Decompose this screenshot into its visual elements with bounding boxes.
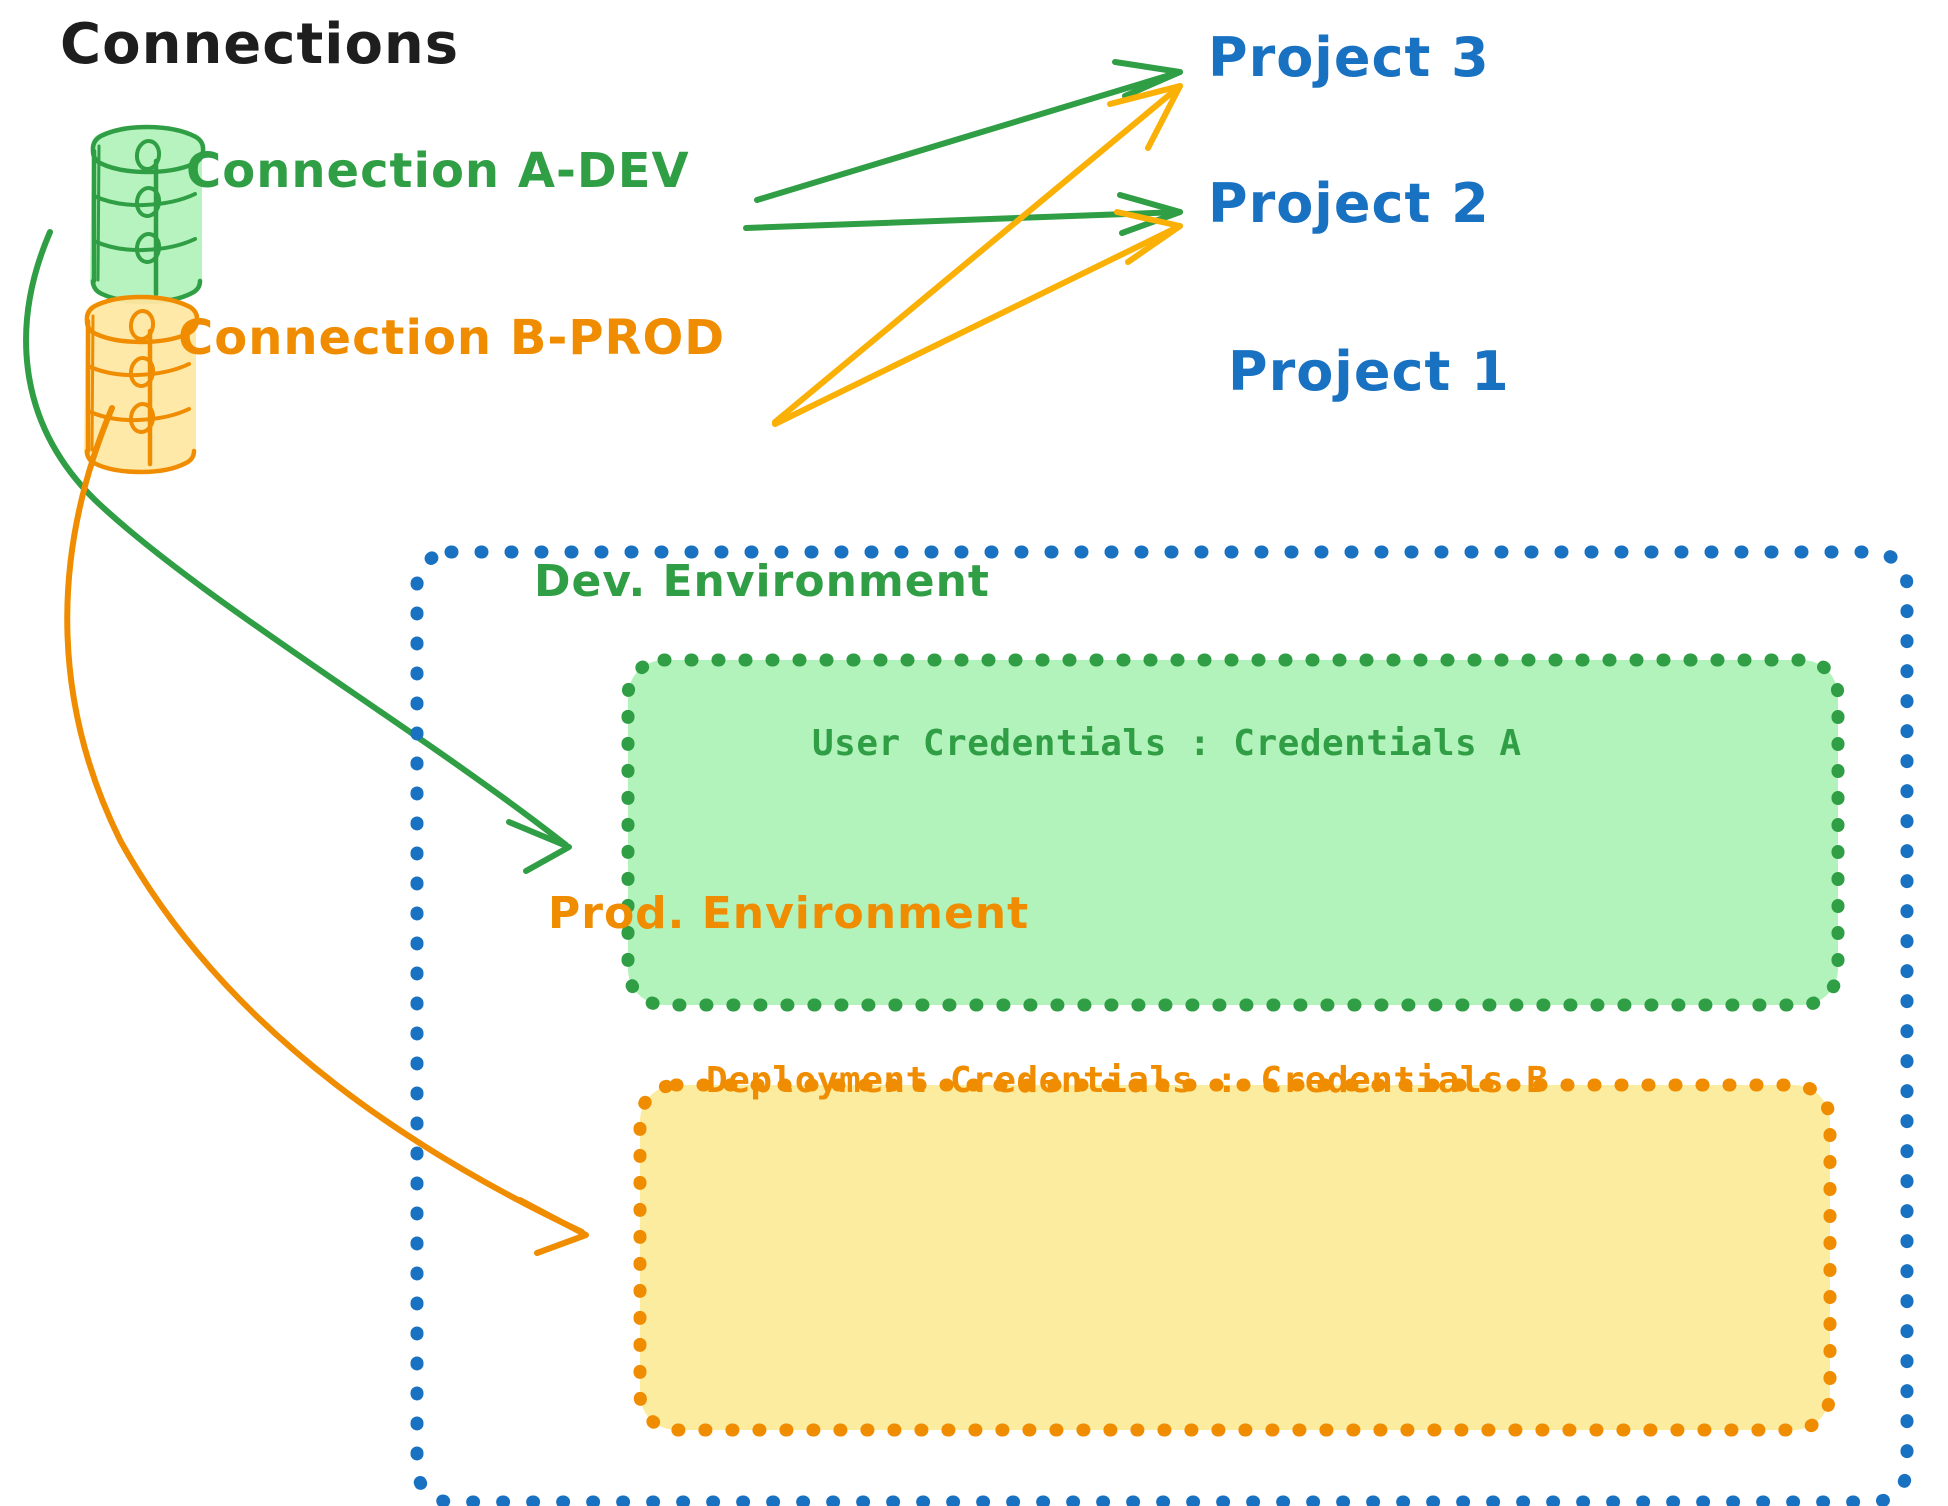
project-2-label[interactable]: Project 2: [1208, 172, 1490, 235]
prod-environment-credentials: Deployment Credentials : Credentials B: [706, 1060, 1549, 1101]
project-3-label[interactable]: Project 3: [1208, 26, 1490, 89]
edge-conn-b-to-project-3: [772, 83, 1183, 425]
prod-environment-title: Prod. Environment: [548, 888, 1030, 939]
edge-conn-b-to-prod-environment: [64, 405, 589, 1256]
edge-conn-a-to-project-3: [754, 59, 1183, 203]
project-1-boundary-box: [410, 545, 1914, 1506]
database-cylinder-icon-conn-a: [89, 124, 206, 305]
page-title: Connections: [60, 12, 460, 77]
prod-environment-box[interactable]: [633, 1078, 1837, 1437]
edge-conn-a-to-dev-environment: [23, 229, 572, 874]
edge-conn-a-to-project-2: [743, 192, 1183, 236]
database-cylinder-icon-conn-b: [83, 294, 200, 475]
dev-environment-box[interactable]: [621, 653, 1845, 1012]
dev-environment-credentials: User Credentials : Credentials A: [812, 723, 1522, 764]
edge-conn-b-to-project-2: [772, 209, 1183, 427]
connection-b-label: Connection B-PROD: [178, 310, 726, 366]
connection-a-label: Connection A-DEV: [186, 143, 690, 199]
dev-environment-title: Dev. Environment: [534, 556, 990, 607]
project-1-label[interactable]: Project 1: [1228, 340, 1510, 403]
